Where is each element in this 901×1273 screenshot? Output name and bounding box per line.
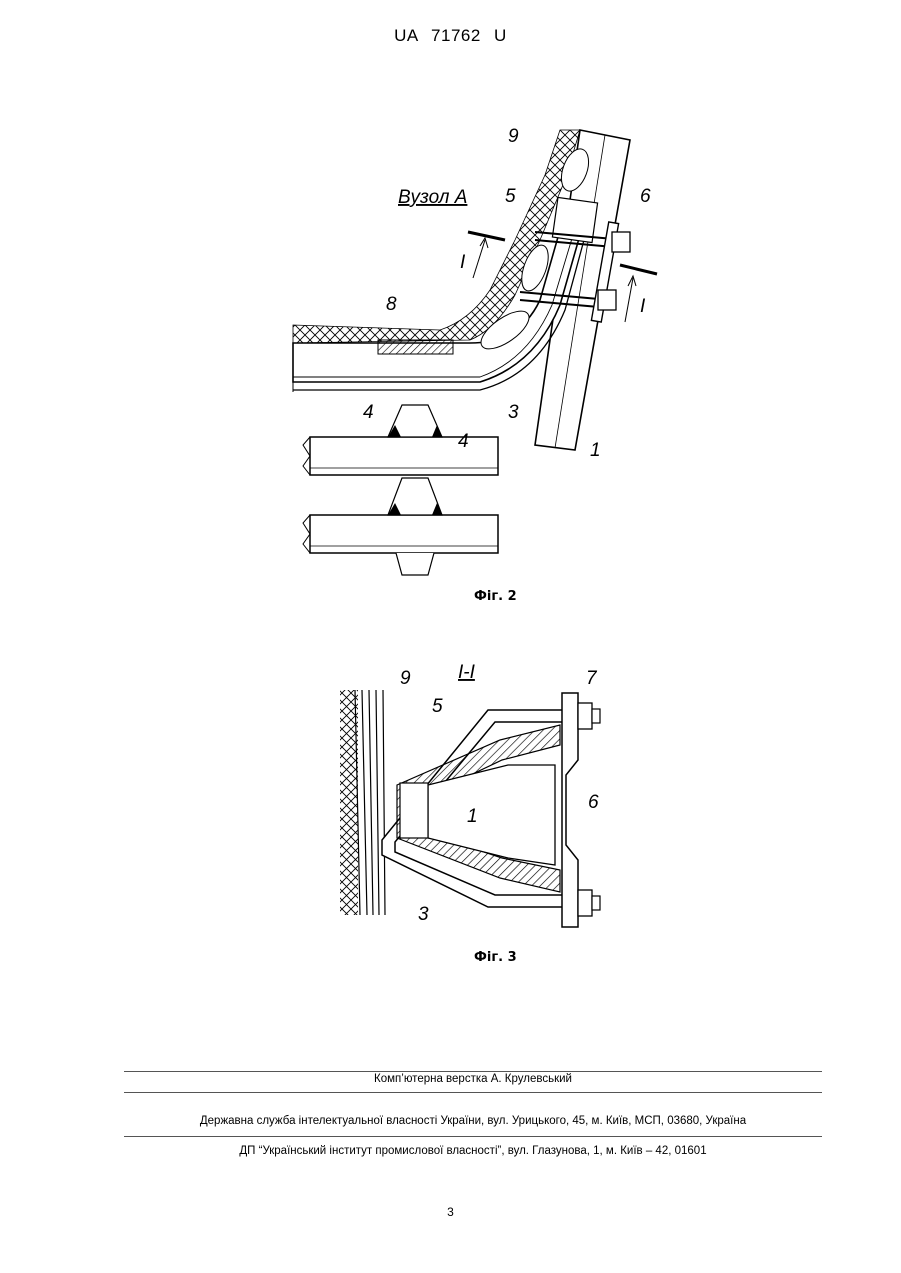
label-3: 3 bbox=[508, 402, 519, 423]
agency-address: Державна служба інтелектуальної власност… bbox=[124, 1115, 822, 1127]
label-9: 9 bbox=[400, 668, 411, 689]
label-1: 1 bbox=[467, 806, 478, 827]
label-7: 7 bbox=[586, 668, 598, 689]
label-1: 1 bbox=[590, 440, 601, 461]
typesetting-credit: Комп’ютерна верстка А. Крулевський bbox=[124, 1073, 822, 1085]
section-mark-left: I bbox=[460, 252, 466, 273]
section-mark-right: I bbox=[640, 296, 646, 317]
label-5: 5 bbox=[432, 696, 443, 717]
label-3: 3 bbox=[418, 904, 429, 925]
label-4-left: 4 bbox=[363, 402, 374, 423]
institute-address: ДП “Український інститут промислової вла… bbox=[124, 1145, 822, 1157]
label-6: 6 bbox=[640, 186, 651, 207]
label-4-right: 4 bbox=[458, 431, 469, 452]
page-number: 3 bbox=[0, 1205, 901, 1219]
label-9: 9 bbox=[508, 126, 519, 147]
label-5: 5 bbox=[505, 186, 516, 207]
figure-2-caption: Фіг. 2 bbox=[474, 589, 517, 604]
footer-divider bbox=[124, 1136, 822, 1137]
node-a-label: Вузол А bbox=[398, 187, 467, 208]
footer-divider bbox=[124, 1071, 822, 1072]
label-6: 6 bbox=[588, 792, 599, 813]
footer-divider bbox=[124, 1092, 822, 1093]
label-8: 8 bbox=[386, 294, 397, 315]
section-title: I-I bbox=[458, 662, 476, 683]
figure-3-caption: Фіг. 3 bbox=[474, 950, 517, 965]
figure-2-drawing: Вузол А I I 1 3 4 4 5 6 8 9 Фіг. 2 bbox=[0, 0, 901, 620]
figure-3-drawing: I-I 1 3 5 6 7 9 Фіг. 3 bbox=[0, 640, 901, 970]
